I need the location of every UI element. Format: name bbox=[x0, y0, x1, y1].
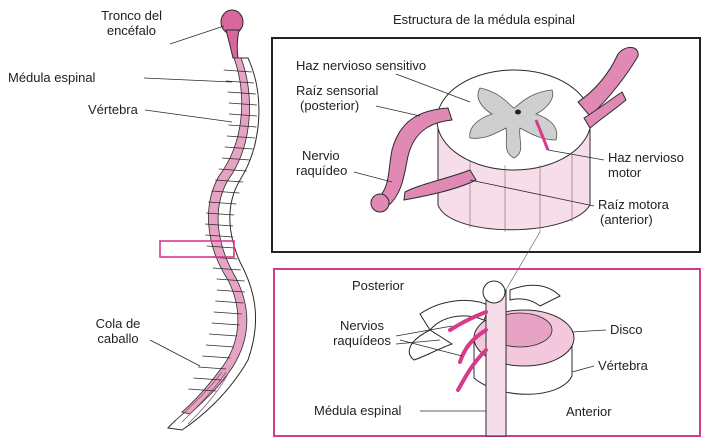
vertebra-segment-line bbox=[209, 334, 237, 336]
label-nervios-line1: Nervios bbox=[340, 318, 385, 333]
lower-panel: Posterior Nervios raquídeos Disco Vérteb… bbox=[274, 269, 700, 436]
label-vertebra-lower: Vértebra bbox=[598, 358, 649, 373]
label-haz-sensitivo: Haz nervioso sensitivo bbox=[296, 58, 426, 73]
label-tronco-line2: encéfalo bbox=[107, 23, 156, 38]
leader-disco bbox=[572, 330, 606, 332]
leader-vertebra-lower bbox=[572, 366, 594, 372]
leader-vertebra bbox=[145, 110, 232, 122]
label-nervio-line1: Nervio bbox=[302, 148, 340, 163]
cord-top bbox=[483, 281, 505, 303]
label-cola-line1: Cola de bbox=[96, 316, 141, 331]
label-anterior: Anterior bbox=[566, 404, 612, 419]
label-vertebra: Vértebra bbox=[88, 102, 139, 117]
label-medula: Médula espinal bbox=[8, 70, 96, 85]
label-posterior: Posterior bbox=[352, 278, 405, 293]
label-cola-line2: caballo bbox=[97, 331, 138, 346]
brainstem-stalk bbox=[226, 30, 239, 58]
spine-illustration bbox=[160, 10, 272, 430]
central-canal bbox=[515, 110, 521, 115]
leader-tronco bbox=[170, 26, 224, 44]
upper-panel: Haz nervioso sensitivo Raíz sensorial (p… bbox=[272, 38, 700, 252]
cord-column bbox=[486, 290, 506, 436]
left-labels: Tronco del encéfalo Médula espinal Vérte… bbox=[8, 8, 232, 366]
label-raiz-motora-line2: (anterior) bbox=[600, 212, 653, 227]
label-tronco-line1: Tronco del bbox=[101, 8, 162, 23]
vertebra-segment-line bbox=[206, 345, 234, 347]
label-raiz-motora-line1: Raíz motora bbox=[598, 197, 670, 212]
label-raiz-sensorial-line1: Raíz sensorial bbox=[296, 83, 378, 98]
leader-nervio bbox=[354, 172, 392, 182]
vertebra-segment-line bbox=[212, 323, 240, 325]
label-medula-lower: Médula espinal bbox=[314, 403, 402, 418]
label-haz-motor-line1: Haz nervioso bbox=[608, 150, 684, 165]
label-raiz-sensorial-line2: (posterior) bbox=[300, 98, 359, 113]
leader-cola bbox=[150, 340, 200, 366]
label-nervio-line2: raquídeo bbox=[296, 163, 347, 178]
label-disco: Disco bbox=[610, 322, 643, 337]
diagram-title: Estructura de la médula espinal bbox=[393, 12, 575, 27]
label-haz-motor-line2: motor bbox=[608, 165, 642, 180]
leader-raiz-sensorial bbox=[376, 106, 420, 116]
leader-medula bbox=[144, 78, 232, 82]
spinal-nerve-left-end bbox=[371, 194, 389, 212]
vertebra-segment-line bbox=[202, 356, 230, 358]
label-nervios-line2: raquídeos bbox=[333, 333, 391, 348]
